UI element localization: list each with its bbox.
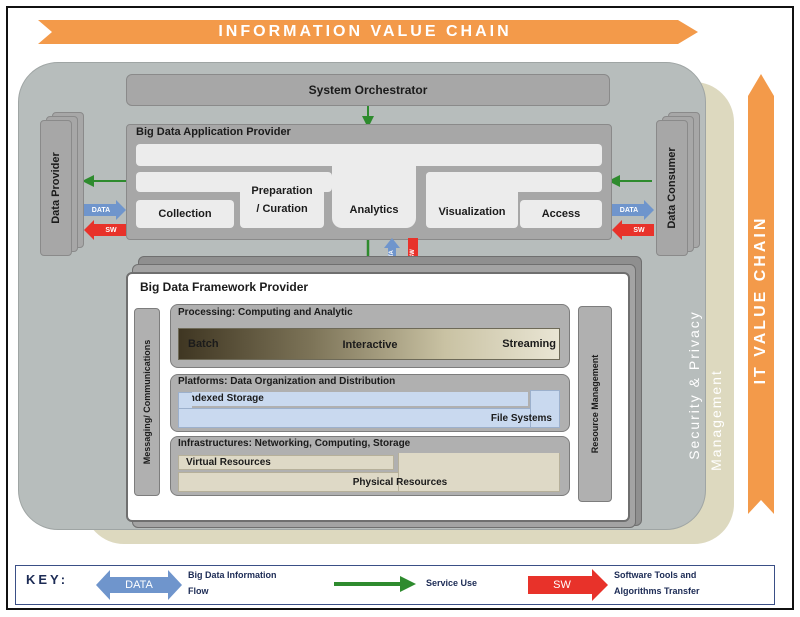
- preparation-box: Preparation / Curation: [240, 172, 324, 228]
- collection-box: Collection: [136, 200, 234, 228]
- key-sw-desc-1: Software Tools and: [614, 570, 697, 580]
- data-provider-label: Data Provider: [50, 152, 62, 224]
- preparation-label-2: / Curation: [256, 203, 308, 215]
- data-consumer: [656, 120, 688, 256]
- physical-resources-label: Physical Resources: [352, 476, 448, 488]
- information-value-chain-arrow: [38, 20, 698, 44]
- key-sw-arrow: [528, 569, 608, 601]
- access-box: Access: [520, 200, 602, 228]
- infrastructures-title: Infrastructures: Networking, Computing, …: [178, 438, 411, 449]
- application-top-bar: [136, 144, 602, 166]
- left-data-sw-arrows: [84, 200, 126, 240]
- processing-title: Processing: Computing and Analytic: [178, 307, 353, 318]
- analytics-box: Analytics: [332, 166, 416, 228]
- platforms-title: Platforms: Data Organization and Distrib…: [178, 376, 396, 387]
- key-sw-arrow-label: SW: [553, 579, 571, 591]
- framework-provider-title: Big Data Framework Provider: [140, 280, 309, 294]
- indexed-storage-label: Indexed Storage: [186, 393, 264, 404]
- information-value-chain-label: INFORMATION VALUE CHAIN: [218, 23, 512, 40]
- right-data-arrow-label: DATA: [619, 206, 639, 214]
- key-service-desc: Service Use: [426, 578, 478, 588]
- key-data-desc-1: Big Data Information: [188, 570, 277, 580]
- right-sw-arrow-label: SW: [633, 226, 645, 234]
- messaging-label: Messaging/ Communications: [142, 339, 152, 465]
- key-data-arrow: [96, 570, 182, 600]
- data-consumer-label: Data Consumer: [666, 147, 678, 229]
- key-sw-desc-2: Algorithms Transfer: [614, 586, 700, 596]
- data-provider: [40, 120, 72, 256]
- file-systems-label: File Systems: [490, 413, 552, 424]
- application-provider-title: Big Data Application Provider: [136, 126, 291, 138]
- visualization-box: Visualization: [426, 172, 518, 228]
- batch-label: Batch: [188, 338, 219, 350]
- right-data-sw-arrows: [612, 200, 654, 240]
- resource-management-label: Resource Management: [590, 354, 600, 454]
- key-data-arrow-text: DATA: [125, 579, 153, 591]
- interactive-label: Interactive: [342, 339, 398, 351]
- virtual-resources-panel: [178, 455, 394, 470]
- left-data-arrow-label: DATA: [91, 206, 111, 214]
- messaging-communications: [134, 308, 160, 496]
- key-data-desc-2: Flow: [188, 586, 209, 596]
- resource-management: [578, 306, 612, 502]
- preparation-label-1: Preparation: [251, 185, 313, 197]
- streaming-label: Streaming: [502, 338, 556, 350]
- virtual-resources-label: Virtual Resources: [186, 457, 271, 468]
- system-orchestrator: System Orchestrator: [126, 74, 610, 106]
- it-value-chain-arrow: [748, 74, 774, 514]
- key-service-arrow: [334, 576, 416, 592]
- left-sw-arrow-label: SW: [105, 226, 117, 234]
- processing-gradient-bar: [178, 328, 560, 360]
- key-label: KEY:: [26, 572, 69, 587]
